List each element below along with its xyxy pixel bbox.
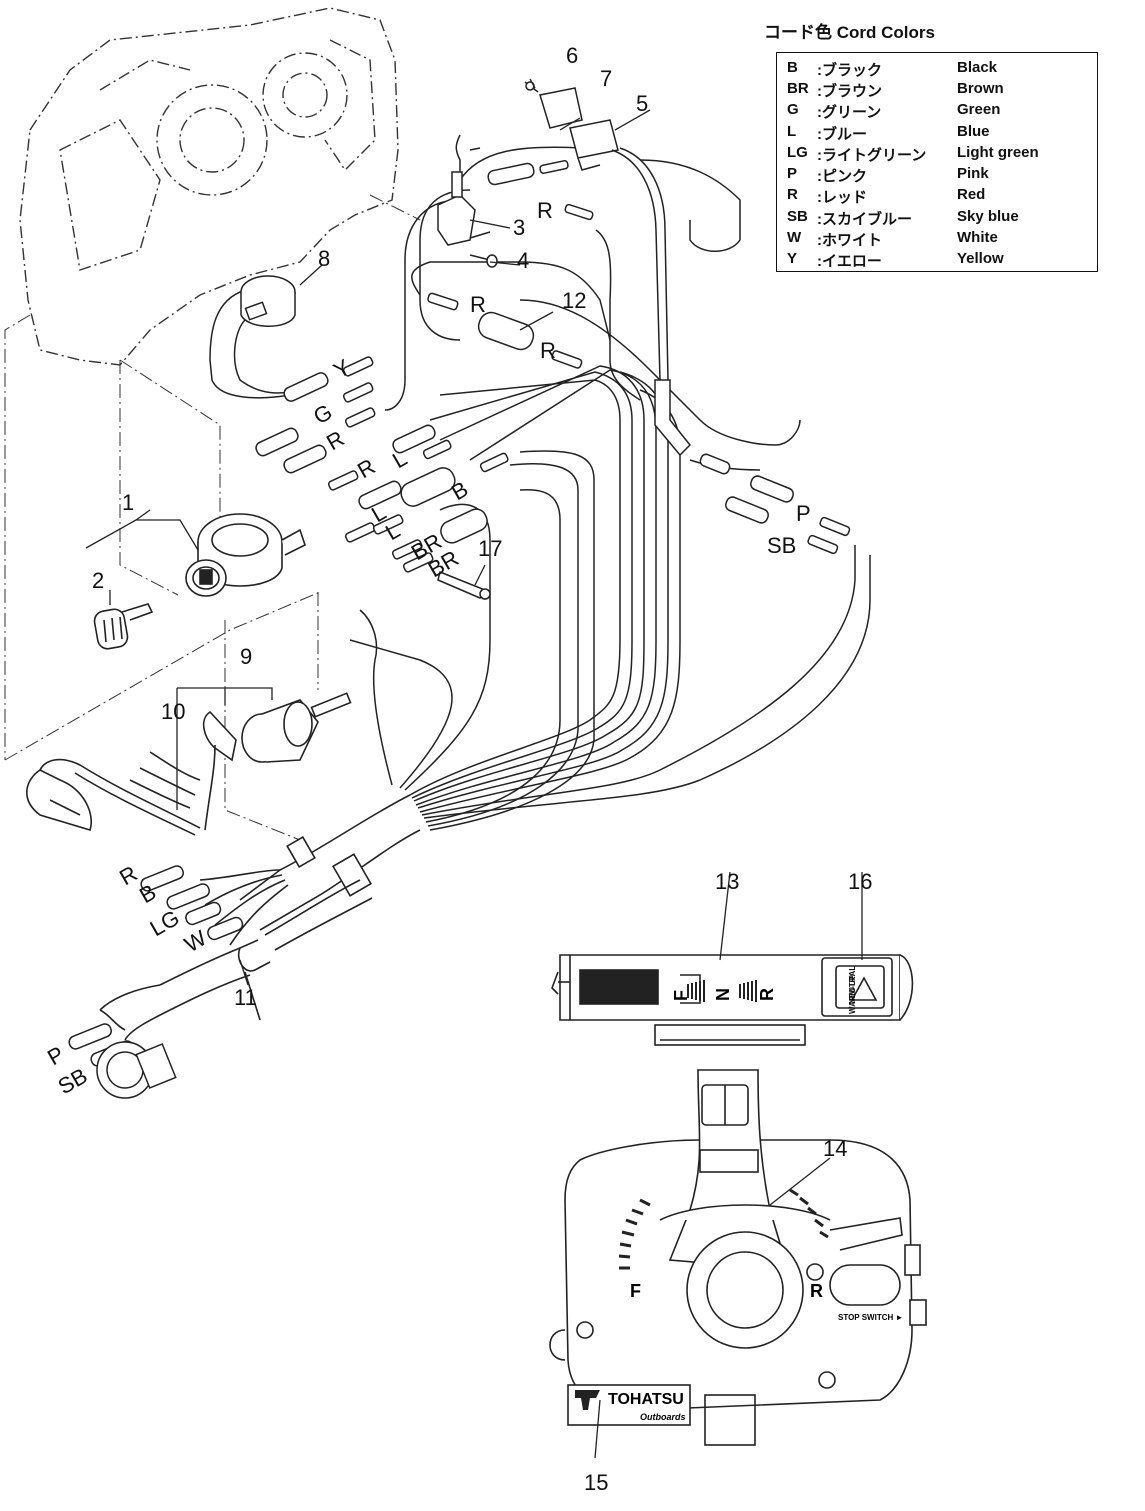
legend-en: Pink <box>957 165 989 182</box>
callouts: 1 2 3 4 5 6 7 8 9 10 11 12 13 14 15 16 1… <box>92 43 872 1495</box>
legend-en: Yellow <box>957 250 1004 267</box>
callout-6: 6 <box>566 43 578 68</box>
callout-12: 12 <box>562 288 586 313</box>
wire-label-p: P <box>796 501 811 526</box>
legend-en: Brown <box>957 80 1004 97</box>
legend-en: White <box>957 229 998 246</box>
control-f-label: F <box>630 1281 641 1301</box>
wire-label-w: W <box>180 925 211 957</box>
legend-code: Y <box>787 250 798 267</box>
wire-label-sb: SB <box>54 1063 92 1099</box>
neutral-switch-cable <box>611 147 741 457</box>
callout-10: 10 <box>161 699 185 724</box>
part-8-buzzer <box>240 275 296 327</box>
legend-title: コード色 Cord Colors <box>764 23 935 42</box>
callout-13: 13 <box>715 869 739 894</box>
control-box-housing <box>19 7 399 366</box>
callout-15: 15 <box>584 1470 608 1495</box>
legend-jp: :ホワイト <box>817 232 882 249</box>
wire-label-r: R <box>470 292 486 317</box>
legend-code: SB <box>787 208 808 225</box>
panel-warmup-label: WARM-UP <box>848 974 857 1014</box>
legend-en: Green <box>957 101 1001 118</box>
wire-bundle <box>349 365 871 831</box>
legend-code: LG <box>787 144 808 161</box>
part-9-stop-switch <box>241 692 352 763</box>
legend-en: Blue <box>957 123 990 140</box>
callout-5: 5 <box>636 91 648 116</box>
wire-label-r: R <box>540 338 556 363</box>
connectors <box>255 159 851 573</box>
legend-jp: :グリーン <box>817 104 882 121</box>
callout-16: 16 <box>848 869 872 894</box>
callout-11: 11 <box>234 985 257 1010</box>
wire-label-p: P <box>43 1041 68 1070</box>
legend-code: L <box>787 123 797 140</box>
legend-code: W <box>787 229 802 246</box>
legend-code: G <box>787 101 799 118</box>
part-11-harness <box>99 794 421 1041</box>
callout-14: 14 <box>823 1136 847 1161</box>
wire-label-sb: SB <box>767 533 796 558</box>
legend-jp: :ライトグリーン <box>817 147 927 164</box>
panel-text: F N R NEUTRAL WARM-UP <box>671 966 857 1014</box>
legend-jp: :ブラック <box>817 62 882 79</box>
wire-label-lg: LG <box>146 905 184 941</box>
wire-label-b: B <box>447 476 472 505</box>
panel-gear-f: F <box>671 990 691 1001</box>
projection-lines <box>4 194 421 841</box>
callout-8: 8 <box>318 246 330 271</box>
legend-code: B <box>787 59 798 76</box>
harness-connectors <box>68 865 244 1099</box>
tohatsu-logo <box>575 1390 600 1410</box>
legend-en: Light green <box>957 144 1039 161</box>
legend-code: P <box>787 165 798 182</box>
panel-gear-r: R <box>757 988 777 1001</box>
callout-3: 3 <box>513 215 525 240</box>
brand-name: TOHATSU <box>608 1391 684 1408</box>
part-1-ignition-switch <box>185 513 306 597</box>
part-14-15-remote-control <box>549 1069 927 1446</box>
callout-1: 1 <box>122 490 134 515</box>
part-2-key <box>93 603 154 650</box>
legend-code: BR <box>787 80 809 97</box>
callout-9: 9 <box>240 644 252 669</box>
control-r-label: R <box>810 1281 823 1301</box>
panel-gear-n: N <box>713 988 733 1001</box>
rubber-sleeves <box>400 311 535 544</box>
leader-lines <box>85 78 863 1459</box>
legend-jp: :ピンク <box>817 168 867 185</box>
part-13-panel <box>551 954 914 1046</box>
legend-jp: :イエロー <box>817 253 882 270</box>
wire-label-g: G <box>309 399 336 429</box>
callout-2: 2 <box>92 568 104 593</box>
legend-jp: :ブルー <box>817 126 867 143</box>
legend-en: Red <box>957 186 986 203</box>
brand-sub: Outboards <box>640 1412 686 1422</box>
control-tick-marks <box>618 1188 829 1270</box>
legend-en: Sky blue <box>957 208 1019 225</box>
callout-17: 17 <box>478 536 502 561</box>
legend-jp: :レッド <box>817 189 867 206</box>
legend-jp: :スカイブルー <box>817 211 912 228</box>
part-3-connector <box>437 171 491 246</box>
control-text: F R STOP SWITCH ► TOHATSU Outboards <box>608 1281 903 1422</box>
part-4-screw <box>469 254 498 268</box>
callout-7: 7 <box>600 66 612 91</box>
panel-neutral-label: NEUTRAL <box>848 966 857 1004</box>
legend-jp: :ブラウン <box>817 83 882 100</box>
legend-box: B :ブラック Black BR :ブラウン Brown G :グリーン Gre… <box>776 52 1098 272</box>
upper-wires <box>209 134 801 471</box>
wire-label-r: R <box>537 198 553 223</box>
legend-code: R <box>787 186 798 203</box>
part-5-7-bracket <box>524 81 619 171</box>
callout-4: 4 <box>517 248 529 273</box>
part-10-lanyard <box>26 710 237 836</box>
legend-en: Black <box>957 59 998 76</box>
part-17-clip <box>437 570 491 600</box>
gear-indicator-ticks <box>687 980 757 1002</box>
stop-switch-label: STOP SWITCH ► <box>838 1313 903 1322</box>
